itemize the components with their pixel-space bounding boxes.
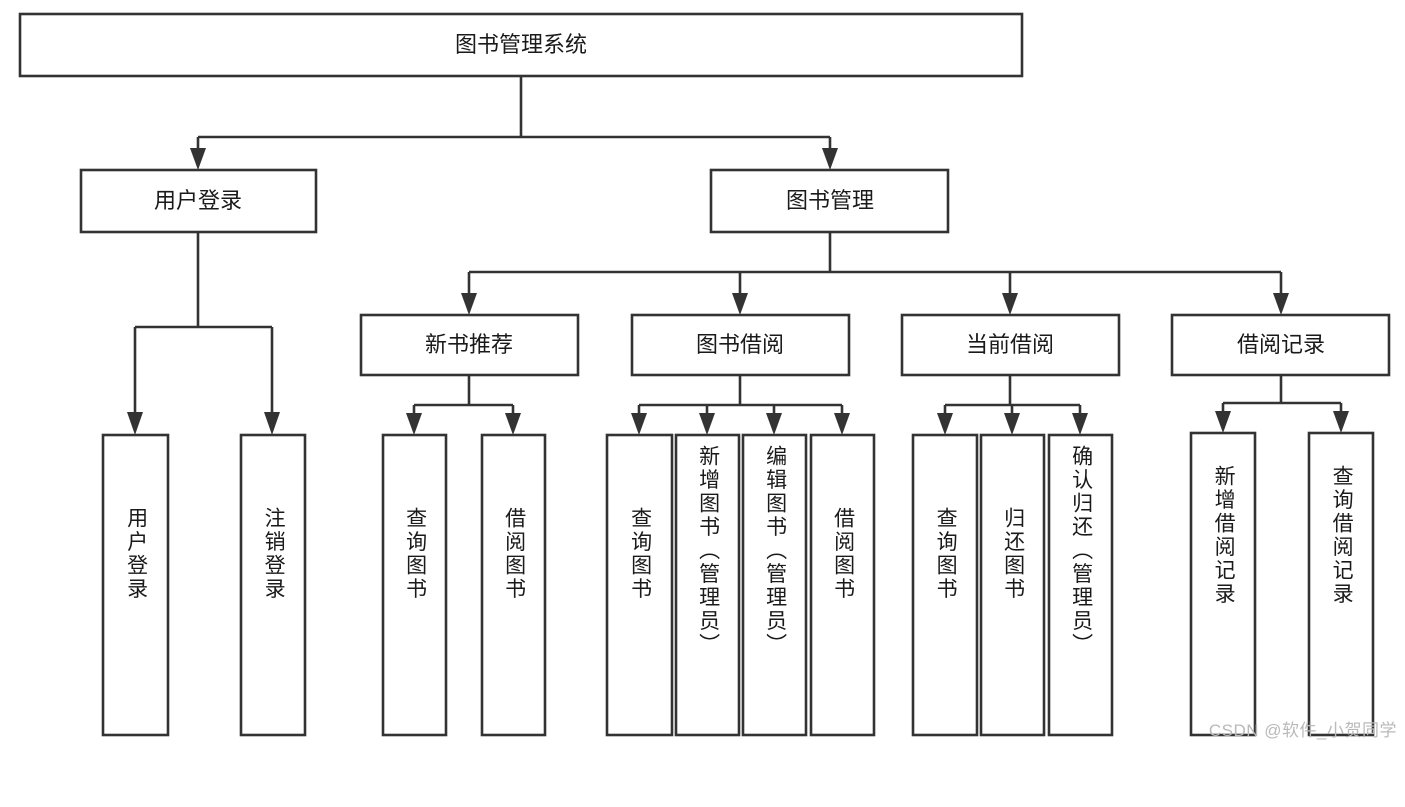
arrow-head-user-login <box>190 148 206 170</box>
arrow-head-leaf-query-book-2 <box>631 413 647 435</box>
node-current-borrow-box[interactable] <box>900 313 1121 377</box>
node-root-box[interactable] <box>18 12 1024 78</box>
node-borrow-record-box[interactable] <box>1170 313 1391 377</box>
node-new-book-recommend-box[interactable] <box>359 313 580 377</box>
leaf-return-book-box[interactable] <box>979 433 1046 737</box>
arrow-head-book-management <box>822 148 838 170</box>
node-book-borrow-label: 图书借阅 <box>696 332 784 357</box>
node-current-borrow-label: 当前借阅 <box>966 332 1054 357</box>
leaf-query-record-box[interactable] <box>1307 431 1375 737</box>
arrow-head-leaf-add-record <box>1215 411 1231 433</box>
node-new-book-recommend[interactable]: 新书推荐 <box>359 313 580 377</box>
node-borrow-record[interactable]: 借阅记录 <box>1170 313 1391 377</box>
leaf-confirm-return-box[interactable] <box>1047 433 1114 737</box>
leaf-add-record-box[interactable] <box>1189 431 1257 737</box>
node-borrow-record-label: 借阅记录 <box>1237 332 1325 357</box>
arrow-head-leaf-edit-book <box>766 413 782 435</box>
arrow-head-leaf-user-login <box>127 412 143 435</box>
arrow-head-leaf-query-book-3 <box>937 413 953 435</box>
node-current-borrow[interactable]: 当前借阅 <box>900 313 1121 377</box>
leaf-box-group <box>101 431 1375 737</box>
leaf-edit-book-box[interactable] <box>741 433 808 737</box>
leaf-borrow-book-1-box[interactable] <box>480 433 547 737</box>
csdn-watermark: CSDN @软件_小贺同学 <box>1208 721 1397 740</box>
arrow-head-leaf-query-record <box>1333 411 1349 433</box>
leaf-user-login-box[interactable] <box>101 433 170 737</box>
node-book-management[interactable]: 图书管理 <box>709 168 950 234</box>
node-user-login-box[interactable] <box>79 168 318 234</box>
arrow-head-borrow-record <box>1273 293 1289 315</box>
node-book-borrow-box[interactable] <box>630 313 851 377</box>
node-root[interactable]: 图书管理系统 <box>18 12 1024 78</box>
node-user-login-label: 用户登录 <box>154 188 242 213</box>
leaf-logout-login-box[interactable] <box>239 433 307 737</box>
arrow-head-book-borrow <box>732 293 748 315</box>
hierarchy-diagram-svg: 图书管理系统 用户登录 图书管理 新书推荐 图书借阅 当前借阅 借阅记录 <box>18 12 1391 737</box>
arrow-head-leaf-query-book-1 <box>406 413 422 435</box>
arrow-head-leaf-logout-login <box>264 412 280 435</box>
arrow-head-current-borrow <box>1002 293 1018 315</box>
leaf-add-book-box[interactable] <box>674 433 741 737</box>
node-book-management-box[interactable] <box>709 168 950 234</box>
node-book-borrow[interactable]: 图书借阅 <box>630 313 851 377</box>
node-root-label: 图书管理系统 <box>455 32 587 57</box>
leaf-borrow-book-2-box[interactable] <box>809 433 876 737</box>
arrow-head-leaf-borrow-book-1 <box>505 413 521 435</box>
leaf-query-book-3-box[interactable] <box>911 433 979 737</box>
leaf-query-book-2-box[interactable] <box>605 433 674 737</box>
node-user-login[interactable]: 用户登录 <box>79 168 318 234</box>
arrow-head-leaf-add-book <box>699 413 715 435</box>
diagram-canvas: 图书管理系统 用户登录 图书管理 新书推荐 图书借阅 当前借阅 借阅记录 <box>18 12 1397 740</box>
arrow-head-leaf-confirm-return <box>1072 413 1088 435</box>
node-book-management-label: 图书管理 <box>786 188 874 213</box>
node-new-book-recommend-label: 新书推荐 <box>425 332 513 357</box>
arrow-head-leaf-return-book <box>1004 413 1020 435</box>
leaf-query-book-1-box[interactable] <box>381 433 448 737</box>
arrow-head-leaf-borrow-book-2 <box>834 413 850 435</box>
arrow-head-new-book-recommend <box>461 293 477 315</box>
edge-group <box>127 76 1349 435</box>
